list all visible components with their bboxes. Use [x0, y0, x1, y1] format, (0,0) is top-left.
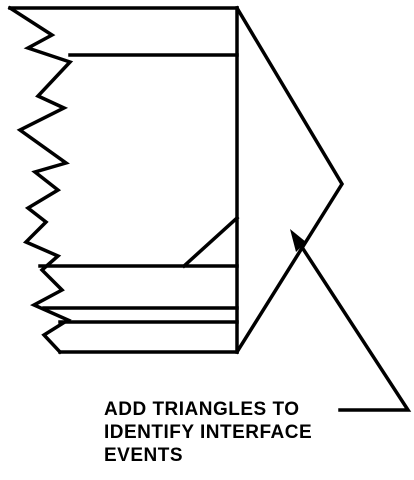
callout-arrowhead: [290, 229, 306, 252]
callout-leader-line: [293, 235, 412, 412]
callout-text-line-3: EVENTS: [104, 445, 184, 466]
callout-text-line-2: IDENTIFY INTERFACE: [104, 422, 313, 443]
interface-triangle-large: [234, 5, 345, 355]
interface-triangle-small: [181, 215, 240, 269]
callout-text-line-1: ADD TRIANGLES TO: [104, 399, 300, 420]
torn-left-edge: [7, 5, 74, 355]
